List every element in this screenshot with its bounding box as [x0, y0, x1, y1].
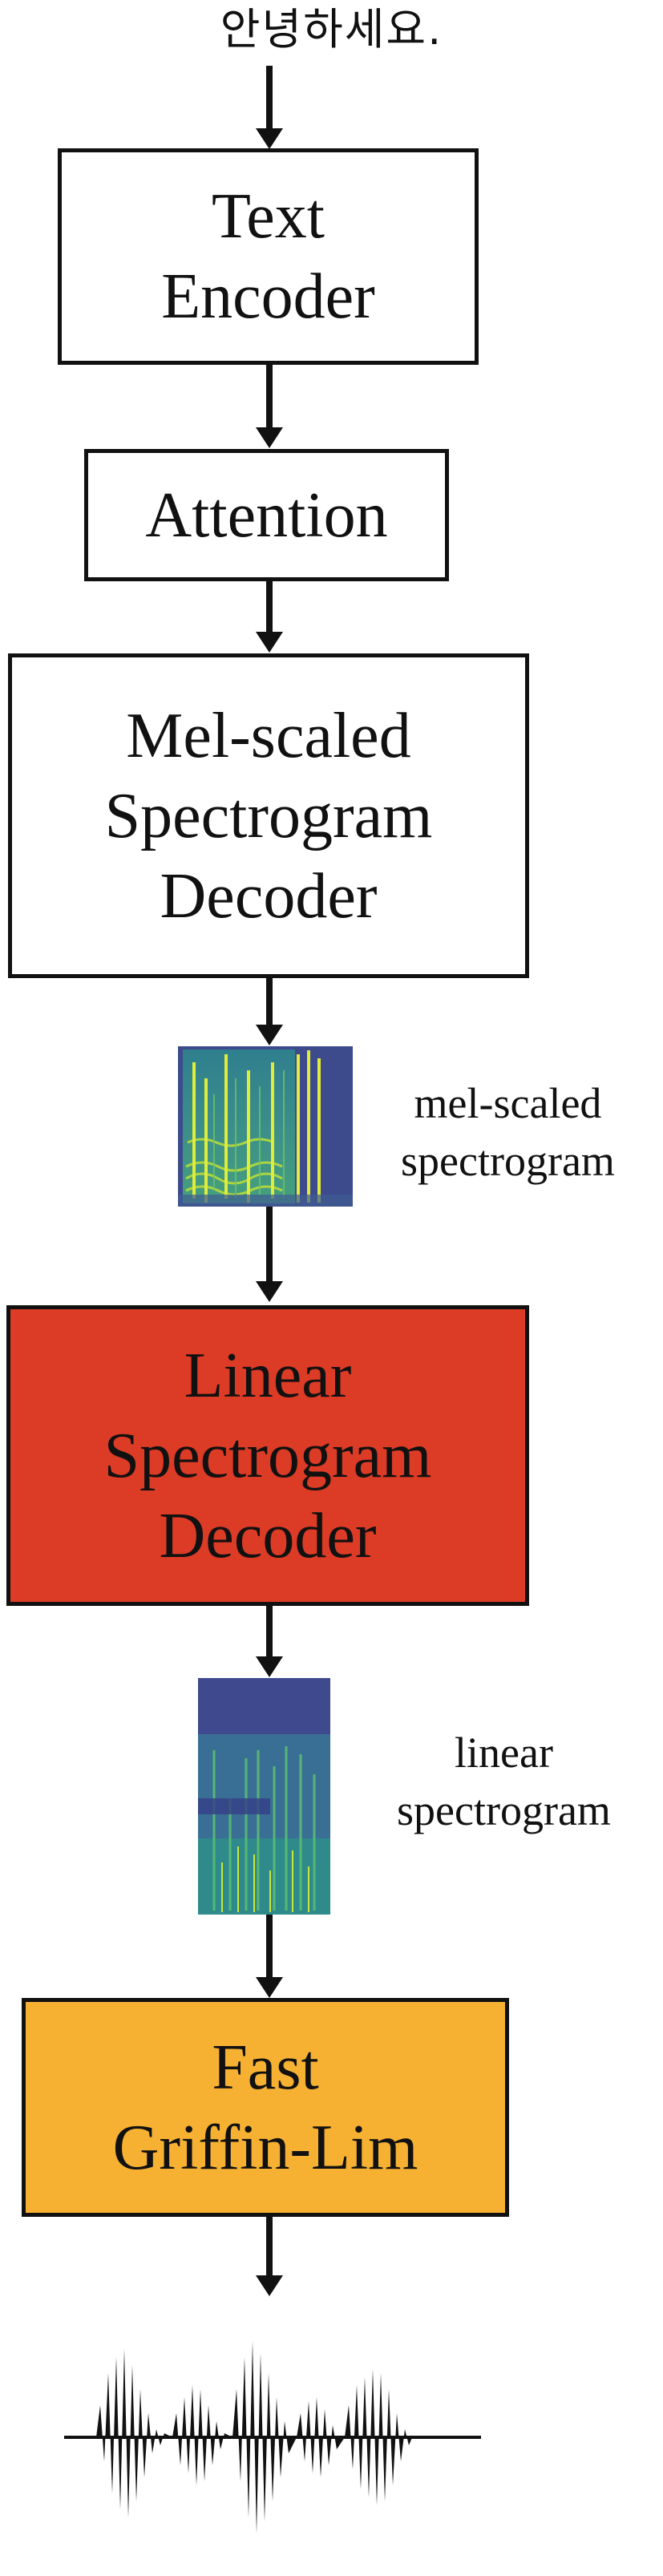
- arrowhead-encoder-to-attention: [256, 427, 283, 448]
- arrow-attention-to-mel-decoder: [266, 581, 273, 633]
- input-text: 안녕하세요.: [220, 4, 443, 55]
- linear-decoder-box: Linear Spectrogram Decoder: [6, 1305, 529, 1606]
- linear-decoder-label: Linear Spectrogram Decoder: [103, 1340, 432, 1571]
- mel-spectrogram-image: [178, 1046, 353, 1207]
- text-encoder-box: Text Encoder: [58, 148, 479, 365]
- griffin-lim-box: Fast Griffin-Lim: [22, 1998, 509, 2217]
- text-encoder-label: Text Encoder: [161, 181, 375, 332]
- mel-spectrogram-label: mel-scaled spectrogram: [401, 1079, 615, 1185]
- mel-decoder-box: Mel-scaled Spectrogram Decoder: [8, 653, 529, 978]
- arrow-input-to-encoder: [266, 66, 273, 130]
- arrow-mel-spectrogram-to-linear-decoder: [266, 1207, 273, 1283]
- arrow-griffin-lim-to-waveform: [266, 2217, 273, 2277]
- arrow-linear-decoder-to-linear-spectrogram: [266, 1606, 273, 1658]
- arrow-linear-spectrogram-to-griffin-lim: [266, 1915, 273, 1979]
- arrowhead-griffin-lim-to-waveform: [256, 2275, 283, 2296]
- attention-label: Attention: [145, 479, 388, 551]
- arrowhead-linear-spectrogram-to-griffin-lim: [256, 1977, 283, 1998]
- linear-spectrogram-label: linear spectrogram: [397, 1729, 611, 1834]
- arrowhead-mel-spectrogram-to-linear-decoder: [256, 1281, 283, 1302]
- attention-box: Attention: [84, 449, 449, 581]
- arrowhead-attention-to-mel-decoder: [256, 632, 283, 653]
- griffin-lim-label: Fast Griffin-Lim: [112, 2032, 418, 2183]
- arrow-mel-decoder-to-mel-spectrogram: [266, 978, 273, 1026]
- arrowhead-input-to-encoder: [256, 128, 283, 149]
- arrow-encoder-to-attention: [266, 365, 273, 429]
- output-waveform: [64, 2309, 481, 2566]
- linear-spectrogram-image: [198, 1678, 330, 1915]
- arrowhead-mel-decoder-to-mel-spectrogram: [256, 1025, 283, 1045]
- arrowhead-linear-decoder-to-linear-spectrogram: [256, 1656, 283, 1677]
- mel-decoder-label: Mel-scaled Spectrogram Decoder: [104, 700, 433, 932]
